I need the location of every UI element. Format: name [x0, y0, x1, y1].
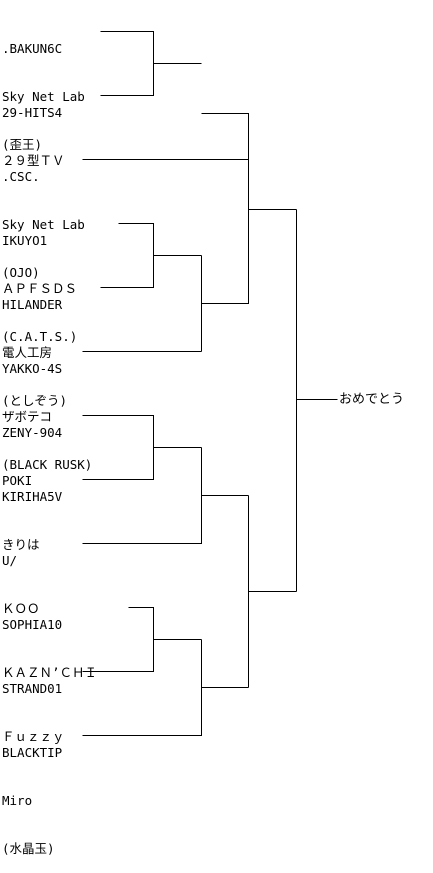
entry-line: BLACKTIP: [2, 745, 63, 760]
bracket-match-h: [82, 639, 249, 736]
entry-line: ZENY-904: [2, 425, 63, 440]
entry-line: ザボテコ: [2, 409, 53, 424]
winner-label: おめでとう: [339, 392, 405, 407]
entry-line: U/: [2, 553, 18, 568]
entry-line: (水晶玉): [2, 841, 55, 856]
bracket-match-g: [82, 607, 202, 672]
entry-line: (OJO): [2, 265, 40, 280]
entry-kiriha5v: KIRIHA5V きりは: [2, 457, 62, 569]
entry-29-hits4: 29-HITS4 ２９型ＴＶ: [2, 73, 65, 185]
bracket-semi-2: [248, 495, 297, 688]
entry-line: STRAND01: [2, 681, 63, 696]
entry-line: ＫＯＯ: [2, 601, 40, 616]
entry-yakko-4s: YAKKO-4S ザボテコ (BLACK RUSK): [2, 329, 92, 489]
entry-line: (としぞう): [2, 393, 68, 408]
entry-hilander: HILANDER 電人工房 (としぞう): [2, 265, 67, 425]
bracket-match-a: [100, 31, 202, 96]
entry-line: ＫＡＺＮ’ＣＨＩ: [2, 665, 98, 680]
bracket-final: [296, 209, 338, 592]
entry-line: ２９型ＴＶ: [2, 153, 65, 168]
entry-line: Sky Net Lab: [2, 217, 85, 232]
entry-csc: .CSC. Sky Net Lab (OJO): [2, 137, 85, 297]
entry-line: Ｆｕｚｚｙ: [2, 729, 65, 744]
bracket-match-f: [82, 447, 249, 544]
entry-ikuyo1: IKUYO1 ＡＰＦＳＤＳ (C.A.T.S.): [2, 201, 77, 361]
entry-zeny-904: ZENY-904 POKI: [2, 393, 62, 505]
entry-line: ＡＰＦＳＤＳ: [2, 281, 78, 296]
entry-line: HILANDER: [2, 297, 63, 312]
bracket-match-e: [82, 415, 202, 480]
entry-line: 電人工房: [2, 345, 53, 360]
bracket-match-d: [82, 209, 249, 352]
entry-line: (歪王): [2, 137, 43, 152]
entry-line: IKUYO1: [2, 233, 48, 248]
entry-line: .BAKUN6C: [2, 41, 63, 56]
entry-bakun6c: .BAKUN6C Sky Net Lab (歪王): [2, 9, 85, 169]
entry-line: YAKKO-4S: [2, 361, 63, 376]
entry-u: U/ ＫＯＯ: [2, 521, 40, 633]
bracket-lines: [82, 31, 338, 736]
entry-line: (C.A.T.S.): [2, 329, 78, 344]
entry-line: .CSC.: [2, 169, 40, 184]
entry-blacktip: BLACKTIP Miro (水晶玉): [2, 713, 62, 873]
entry-line: きりは: [2, 537, 40, 552]
entry-line: 29-HITS4: [2, 105, 63, 120]
entry-line: KIRIHA5V: [2, 489, 63, 504]
entry-sophia10: SOPHIA10 ＫＡＺＮ’ＣＨＩ: [2, 585, 97, 697]
entry-line: Miro: [2, 793, 33, 808]
entry-line: (BLACK RUSK): [2, 457, 93, 472]
entry-line: SOPHIA10: [2, 617, 63, 632]
entry-line: Sky Net Lab: [2, 89, 85, 104]
entry-strand01: STRAND01 Ｆｕｚｚｙ: [2, 649, 65, 761]
bracket-match-b: [82, 113, 249, 210]
entry-line: POKI: [2, 473, 33, 488]
bracket-match-c: [100, 223, 202, 288]
